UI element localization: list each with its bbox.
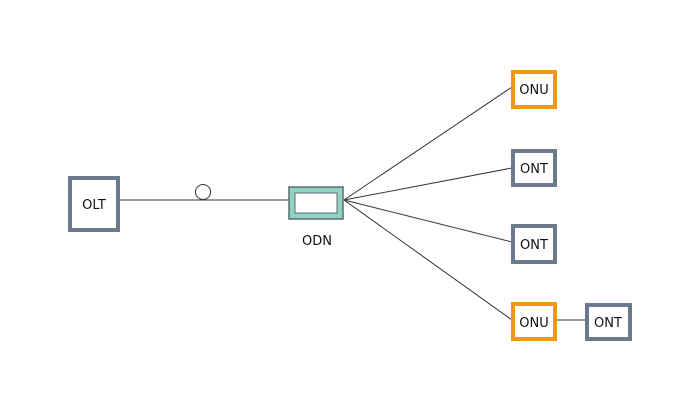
ont-1-box (511, 149, 557, 187)
odn-to-onu-bottom-link (343, 199, 513, 321)
odn-label: ODN (302, 234, 332, 249)
onu-top-node[interactable]: ONU (511, 70, 557, 109)
odn-to-onu-top-link (343, 86, 513, 201)
fiber-connector-icon (195, 184, 211, 200)
olt-box (68, 176, 120, 232)
ont-1-node[interactable]: ONT (511, 149, 557, 187)
ont-chained-node[interactable]: ONT (585, 303, 632, 341)
olt-label: OLT (82, 198, 106, 213)
odn-to-ont-1-link (343, 167, 513, 201)
onu-bottom-label: ONU (519, 316, 548, 331)
odn-node[interactable]: ODN (288, 186, 344, 249)
onu-top-box (511, 70, 557, 109)
ont-2-label: ONT (520, 238, 548, 253)
odn-to-ont-2-link (343, 199, 513, 243)
ont-2-node[interactable]: ONT (511, 224, 557, 264)
onu-bottom-node[interactable]: ONU (511, 302, 557, 341)
ont-2-box (511, 224, 557, 264)
ont-1-label: ONT (520, 162, 548, 177)
connections (120, 86, 586, 321)
olt-node[interactable]: OLT (68, 176, 120, 232)
onu-top-label: ONU (519, 83, 548, 98)
ont-chained-box (585, 303, 632, 341)
onu-bottom-box (511, 302, 557, 341)
ont-chained-label: ONT (594, 316, 622, 331)
odn-splitter-inner (294, 192, 338, 214)
